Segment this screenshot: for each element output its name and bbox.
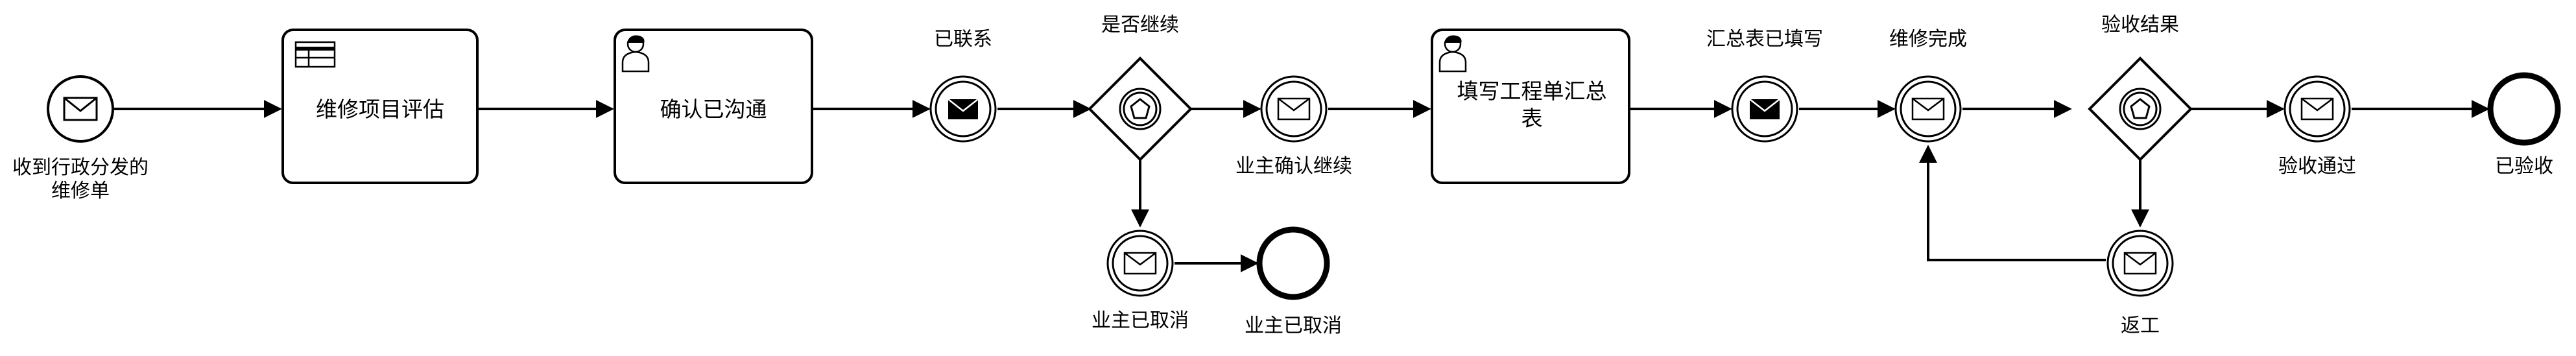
event-summary-filled[interactable]	[1731, 75, 1798, 143]
pentagon-icon	[1130, 98, 1151, 119]
start-event-label-line1: 收到行政分发的	[12, 156, 149, 179]
event-owner-continue-label: 业主确认继续	[1235, 155, 1352, 178]
event-summary-filled-label: 汇总表已填写	[1706, 28, 1823, 51]
event-owner-cancel-label: 业主已取消	[1091, 309, 1189, 332]
event-repair-done[interactable]	[1894, 75, 1962, 143]
gateway-result[interactable]	[2088, 56, 2193, 161]
event-owner-cancel[interactable]	[1106, 230, 1174, 297]
event-rework[interactable]	[2106, 230, 2174, 297]
end-event-cancelled[interactable]	[1256, 226, 1330, 300]
task-fill-form-label-line1: 填写工程单汇总	[1457, 78, 1607, 104]
event-contacted[interactable]	[929, 75, 997, 143]
event-passed[interactable]	[2284, 75, 2351, 143]
event-passed-label: 验收通过	[2278, 155, 2356, 178]
pentagon-icon	[2130, 98, 2151, 119]
event-owner-continue[interactable]	[1260, 75, 1328, 143]
envelope-icon	[2123, 252, 2157, 275]
envelope-icon	[1123, 252, 1157, 275]
flow-rework-to-repair[interactable]	[1919, 145, 2106, 261]
start-event-label-line2: 维修单	[51, 180, 110, 202]
task-confirm-communication-label: 确认已沟通	[660, 97, 767, 122]
end-event-accepted-label: 已验收	[2495, 155, 2553, 178]
user-icon	[1438, 35, 1467, 73]
gateway-continue[interactable]	[1088, 56, 1193, 161]
start-event[interactable]	[47, 75, 114, 143]
gateway-result-label: 验收结果	[2101, 14, 2179, 36]
envelope-icon	[1911, 97, 1945, 121]
task-fill-form-label-line2: 表	[1521, 106, 1543, 131]
end-event-accepted[interactable]	[2487, 72, 2561, 146]
task-assess-label: 维修项目评估	[316, 97, 444, 122]
filled-envelope-icon	[1749, 99, 1780, 119]
sequence-flows	[112, 100, 2490, 272]
end-event-cancelled-label: 业主已取消	[1245, 314, 1342, 337]
event-contacted-label: 已联系	[934, 28, 992, 51]
table-icon	[294, 41, 336, 68]
task-assess[interactable]: 维修项目评估	[281, 29, 479, 184]
envelope-icon	[1277, 97, 1311, 121]
envelope-icon	[2300, 97, 2334, 121]
event-rework-label: 返工	[2121, 314, 2160, 337]
user-icon	[621, 35, 650, 73]
gateway-continue-label: 是否继续	[1101, 14, 1179, 36]
envelope-icon	[63, 97, 98, 121]
task-fill-form[interactable]: 填写工程单汇总 表	[1431, 29, 1630, 184]
filled-envelope-icon	[948, 99, 979, 119]
task-confirm-communication[interactable]: 确认已沟通	[614, 29, 813, 184]
event-repair-done-label: 维修完成	[1889, 28, 1967, 51]
